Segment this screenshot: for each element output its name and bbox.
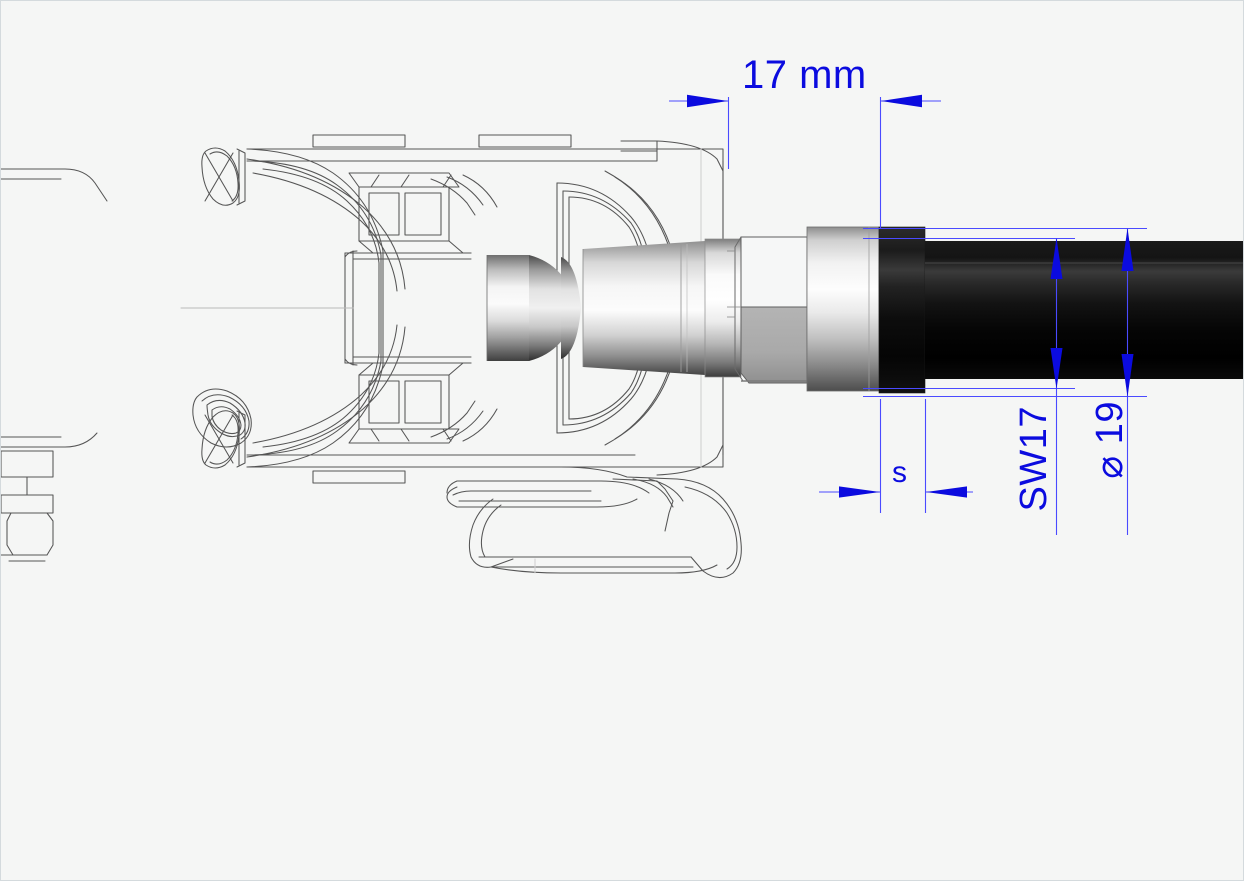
shaft-step bbox=[704, 238, 742, 378]
ball-socket-body bbox=[582, 241, 705, 375]
hose bbox=[925, 241, 1243, 379]
black-collar bbox=[878, 226, 926, 394]
yoke-wireframe bbox=[1, 134, 724, 562]
ball-pivot bbox=[486, 255, 581, 361]
dimension-label-diameter19: ⌀ 19 bbox=[1089, 401, 1131, 479]
dimension-label-sw17: SW17 bbox=[1013, 406, 1055, 512]
dimension-17mm-arrows bbox=[687, 94, 922, 108]
dimension-label-s: s bbox=[892, 456, 908, 489]
dimension-sw17-arrows bbox=[1050, 238, 1063, 389]
bracket-wireframe bbox=[430, 466, 742, 579]
dimension-17mm bbox=[669, 97, 941, 229]
dimension-diameter19-arrows bbox=[1121, 228, 1134, 397]
dimension-s-arrows bbox=[839, 486, 967, 498]
ferrule bbox=[806, 226, 880, 392]
hex-nut bbox=[727, 236, 808, 384]
dimension-label-17mm: 17 mm bbox=[742, 53, 867, 97]
